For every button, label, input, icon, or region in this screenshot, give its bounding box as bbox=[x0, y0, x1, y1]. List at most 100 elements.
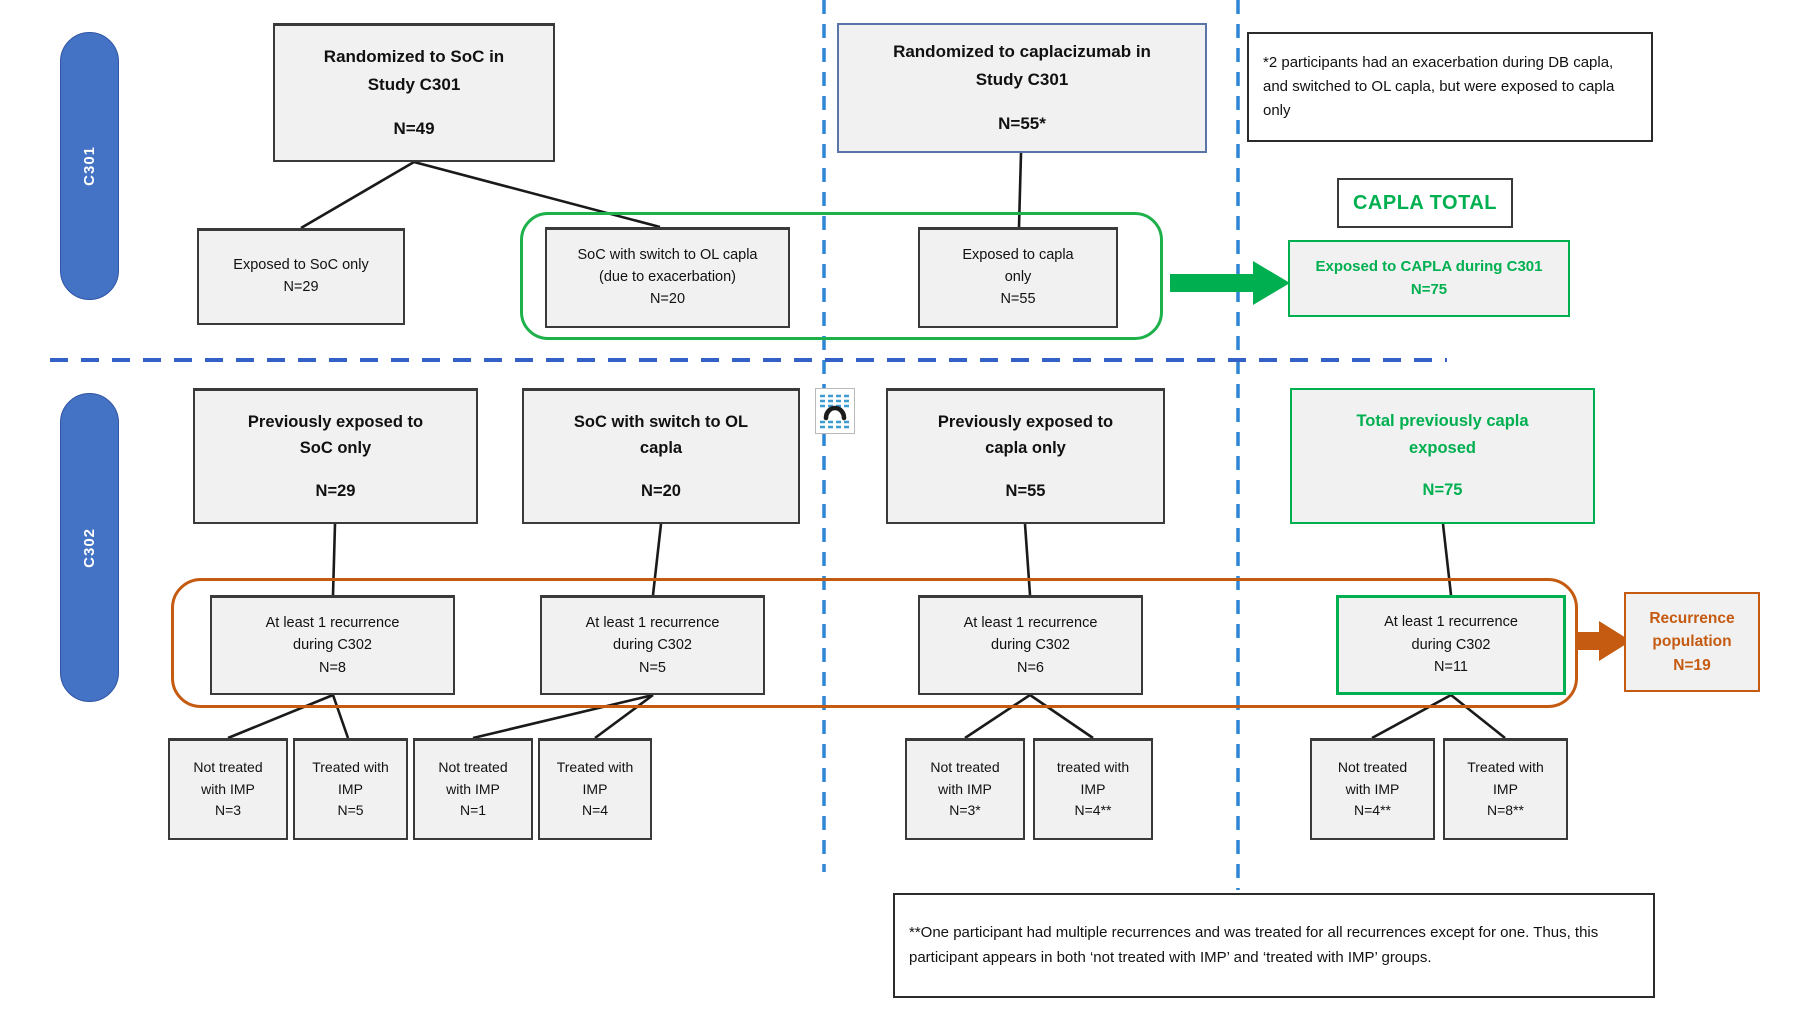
box-recurrence-soc-line1: At least 1 recurrence bbox=[265, 614, 400, 631]
box-recurrence-total-line2: during C302 bbox=[1411, 636, 1491, 653]
leaf-2-line2: IMP bbox=[338, 780, 363, 797]
box-recurrence-switch-line2: during C302 bbox=[613, 637, 692, 654]
leaf-5-line2: with IMP bbox=[938, 780, 992, 797]
box-prev-exposed-capla: Previously exposed to capla only N=55 bbox=[886, 388, 1165, 524]
box-prev-exposed-capla-n: N=55 bbox=[1005, 481, 1046, 500]
footnote-single-asterisk-text: *2 participants had an exacerbation duri… bbox=[1263, 53, 1615, 120]
box-soc-switch-c302-line2: capla bbox=[639, 439, 683, 458]
box-randomized-capla-n: N=55* bbox=[998, 114, 1046, 134]
leaf-3-line2: with IMP bbox=[446, 780, 500, 797]
leaf-7-line1: Not treated bbox=[1337, 758, 1408, 775]
box-randomized-capla: Randomized to caplacizumab in Study C301… bbox=[837, 23, 1207, 153]
leaf-treated-imp-1: Treated with IMP N=5 bbox=[293, 738, 408, 840]
box-recurrence-capla: At least 1 recurrence during C302 N=6 bbox=[918, 595, 1143, 695]
box-prev-exposed-soc: Previously exposed to SoC only N=29 bbox=[193, 388, 478, 524]
box-recurrence-switch-line1: At least 1 recurrence bbox=[585, 614, 720, 631]
box-soc-switch-ol-capla-line2: (due to exacerbation) bbox=[598, 269, 737, 286]
box-exposed-soc-only-line1: Exposed to SoC only bbox=[233, 257, 369, 274]
box-recurrence-total: At least 1 recurrence during C302 N=11 bbox=[1336, 595, 1566, 695]
leaf-8-line1: Treated with bbox=[1467, 758, 1544, 775]
footnote-double-asterisk: **One participant had multiple recurrenc… bbox=[893, 893, 1655, 998]
text-wrap-icon bbox=[815, 388, 855, 434]
box-prev-exposed-soc-line2: SoC only bbox=[299, 439, 372, 458]
leaf-1-n: N=3 bbox=[214, 802, 242, 819]
leaf-4-n: N=4 bbox=[581, 802, 609, 819]
row-label-c301-text: C301 bbox=[81, 146, 98, 186]
capla-exposure-group-frame bbox=[520, 212, 1163, 340]
row-label-c302: C302 bbox=[60, 393, 119, 702]
box-total-prev-capla: Total previously capla exposed N=75 bbox=[1290, 388, 1595, 524]
leaf-not-treated-imp-3: Not treated with IMP N=3* bbox=[905, 738, 1025, 840]
leaf-not-treated-imp-1: Not treated with IMP N=3 bbox=[168, 738, 288, 840]
tree-connectors bbox=[227, 152, 1506, 740]
box-exposed-capla-only-n: N=55 bbox=[1000, 290, 1036, 307]
leaf-treated-imp-4: Treated with IMP N=8** bbox=[1443, 738, 1568, 840]
box-exposed-soc-only: Exposed to SoC only N=29 bbox=[197, 228, 405, 325]
box-total-prev-capla-line1: Total previously capla bbox=[1356, 412, 1529, 431]
box-randomized-capla-line2: Study C301 bbox=[975, 69, 1069, 89]
box-prev-exposed-soc-n: N=29 bbox=[315, 481, 356, 500]
box-recurrence-population-n: N=19 bbox=[1673, 656, 1711, 674]
box-soc-switch-c302: SoC with switch to OL capla N=20 bbox=[522, 388, 800, 524]
leaf-1-line1: Not treated bbox=[193, 758, 263, 775]
leaf-4-line1: Treated with bbox=[556, 758, 634, 775]
box-randomized-capla-line1: Randomized to caplacizumab in bbox=[893, 41, 1151, 61]
leaf-2-line1: Treated with bbox=[312, 758, 389, 775]
box-exposed-capla-total-line1: Exposed to CAPLA during C301 bbox=[1315, 258, 1543, 275]
box-randomized-soc-line1: Randomized to SoC in bbox=[323, 46, 505, 66]
footnote-single-asterisk: *2 participants had an exacerbation duri… bbox=[1247, 32, 1653, 142]
box-exposed-soc-only-n: N=29 bbox=[283, 279, 319, 295]
box-recurrence-total-line1: At least 1 recurrence bbox=[1384, 614, 1518, 631]
leaf-8-n: N=8** bbox=[1487, 802, 1524, 819]
leaf-4-line2: IMP bbox=[582, 780, 608, 797]
box-soc-switch-ol-capla-line1: SoC with switch to OL capla bbox=[577, 247, 758, 264]
box-randomized-soc-n: N=49 bbox=[393, 119, 435, 139]
box-total-prev-capla-n: N=75 bbox=[1422, 481, 1463, 500]
leaf-7-line2: with IMP bbox=[1345, 780, 1400, 797]
leaf-6-line2: IMP bbox=[1080, 780, 1106, 797]
box-total-prev-capla-line2: exposed bbox=[1409, 438, 1476, 457]
leaf-not-treated-imp-4: Not treated with IMP N=4** bbox=[1310, 738, 1435, 840]
box-prev-exposed-capla-line1: Previously exposed to bbox=[937, 412, 1114, 431]
box-exposed-capla-only-line2: only bbox=[1004, 269, 1032, 286]
box-exposed-capla-only-line1: Exposed to capla bbox=[962, 247, 1074, 264]
leaf-2-n: N=5 bbox=[337, 802, 364, 819]
box-recurrence-total-n: N=11 bbox=[1434, 659, 1468, 676]
box-exposed-capla-total: Exposed to CAPLA during C301 N=75 bbox=[1288, 240, 1570, 317]
box-recurrence-capla-n: N=6 bbox=[1016, 659, 1044, 676]
box-soc-switch-ol-capla-n: N=20 bbox=[649, 290, 686, 307]
orange-recurrence-arrow bbox=[1578, 621, 1631, 661]
leaf-6-line1: treated with bbox=[1056, 758, 1130, 775]
box-prev-exposed-soc-line1: Previously exposed to bbox=[247, 412, 424, 431]
recurrence-group-frame bbox=[171, 578, 1578, 708]
box-randomized-soc-line2: Study C301 bbox=[367, 74, 461, 94]
leaf-7-n: N=4** bbox=[1354, 802, 1391, 819]
leaf-treated-imp-3: treated with IMP N=4** bbox=[1033, 738, 1153, 840]
leaf-3-n: N=1 bbox=[459, 802, 487, 819]
box-exposed-capla-total-n: N=75 bbox=[1410, 280, 1448, 298]
row-label-c302-text: C302 bbox=[81, 527, 98, 568]
footnote-double-asterisk-text: **One participant had multiple recurrenc… bbox=[909, 924, 1599, 966]
leaf-3-line1: Not treated bbox=[438, 758, 508, 775]
box-recurrence-switch: At least 1 recurrence during C302 N=5 bbox=[540, 595, 765, 695]
box-recurrence-soc: At least 1 recurrence during C302 N=8 bbox=[210, 595, 455, 695]
leaf-not-treated-imp-2: Not treated with IMP N=1 bbox=[413, 738, 533, 840]
box-recurrence-switch-n: N=5 bbox=[638, 659, 666, 676]
box-soc-switch-c302-n: N=20 bbox=[641, 481, 681, 500]
box-prev-exposed-capla-line2: capla only bbox=[985, 439, 1066, 458]
box-recurrence-population: Recurrence population N=19 bbox=[1624, 592, 1760, 692]
box-soc-switch-ol-capla: SoC with switch to OL capla (due to exac… bbox=[545, 227, 790, 328]
box-recurrence-population-line2: population bbox=[1652, 633, 1732, 651]
capla-total-label-box: CAPLA TOTAL bbox=[1337, 178, 1513, 228]
green-total-arrow bbox=[1170, 261, 1290, 305]
box-exposed-capla-only: Exposed to capla only N=55 bbox=[918, 227, 1118, 328]
box-recurrence-capla-line2: during C302 bbox=[991, 637, 1070, 654]
leaf-5-n: N=3* bbox=[949, 802, 981, 819]
capla-total-label: CAPLA TOTAL bbox=[1352, 191, 1497, 214]
leaf-6-n: N=4** bbox=[1074, 802, 1112, 819]
box-randomized-soc: Randomized to SoC in Study C301 N=49 bbox=[273, 23, 555, 162]
box-recurrence-population-line1: Recurrence bbox=[1649, 610, 1735, 628]
box-soc-switch-c302-line1: SoC with switch to OL bbox=[573, 412, 749, 431]
